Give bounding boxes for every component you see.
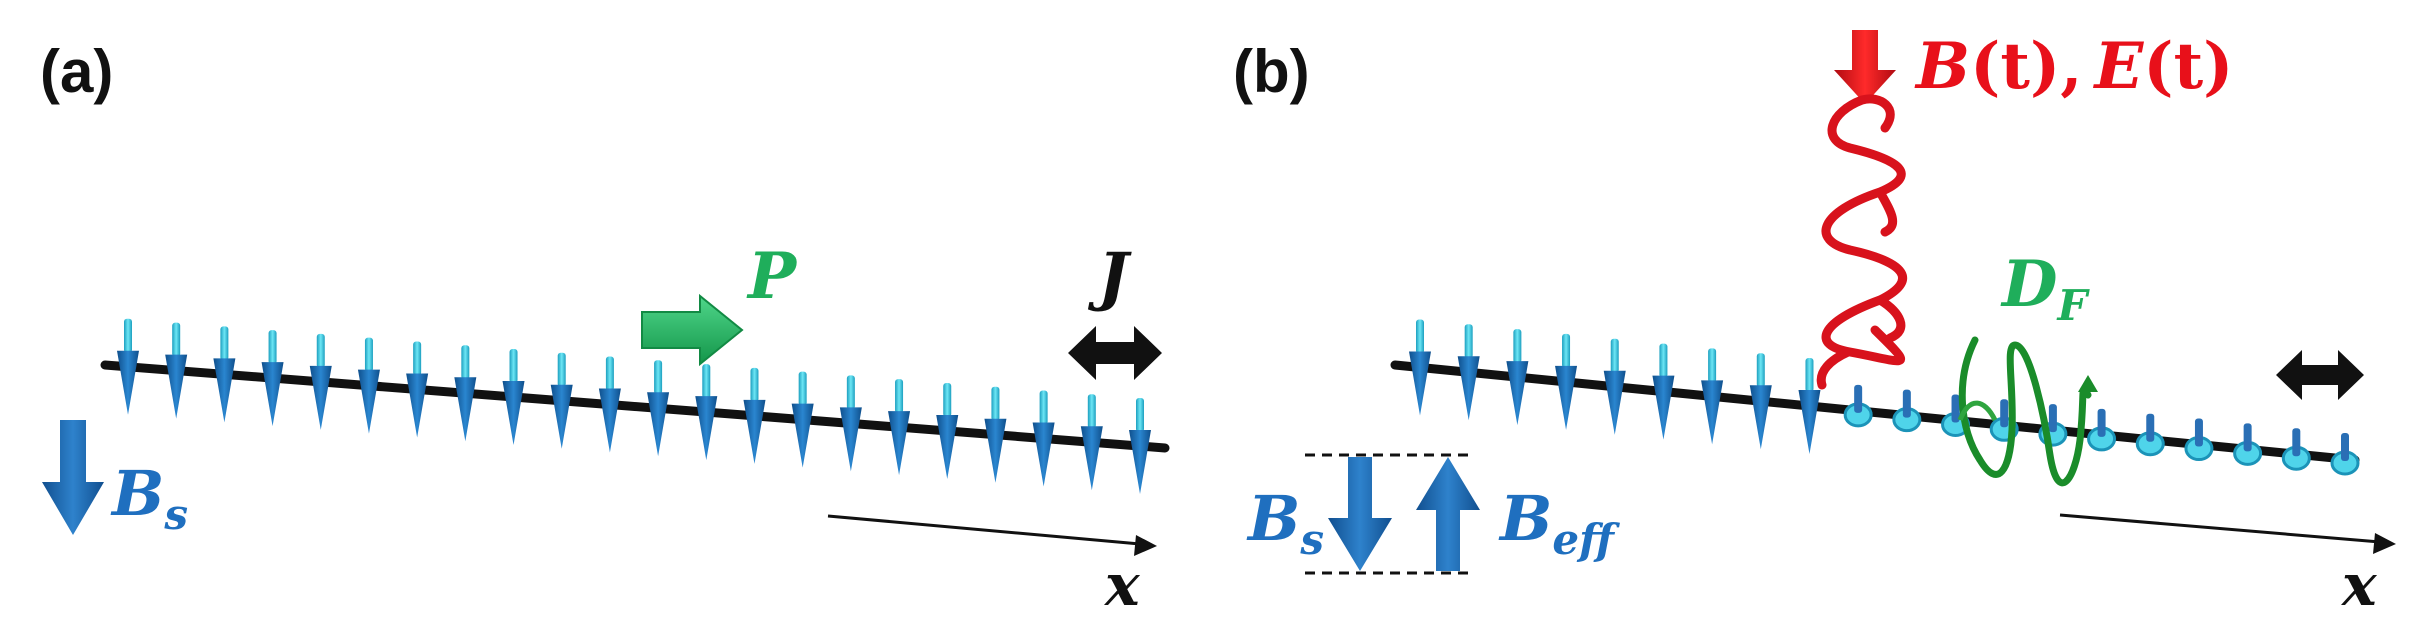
x-axis-arrowhead-b bbox=[2373, 533, 2396, 554]
panel-a: (a) Bs P J x bbox=[40, 38, 1170, 619]
df-label: DF bbox=[2000, 247, 2091, 330]
panel-b: (b) B(t),E(t) DF Bs Beff x bbox=[1233, 29, 2396, 619]
spin-down-cone bbox=[550, 352, 573, 449]
dm-helix bbox=[1957, 336, 2098, 487]
beff-label: Beff bbox=[1498, 482, 1620, 564]
x-axis-b bbox=[2059, 513, 2381, 544]
spin-precessing bbox=[2281, 428, 2311, 471]
panel-b-label: (b) bbox=[1233, 38, 1310, 105]
spin-down-cone bbox=[647, 360, 670, 457]
spin-down-cone bbox=[406, 341, 429, 438]
panel-a-label: (a) bbox=[40, 38, 113, 105]
spin-down-cone bbox=[1798, 358, 1821, 455]
spin-down-cone bbox=[1555, 333, 1578, 430]
spin-precessing bbox=[2135, 413, 2165, 457]
polarization-arrow-icon bbox=[641, 293, 744, 367]
spin-precessing bbox=[1892, 389, 1922, 433]
spin-down-cone bbox=[1701, 348, 1724, 445]
spin-up-icon bbox=[1416, 457, 1480, 571]
spin-down-cone bbox=[261, 330, 284, 427]
spin-precessing bbox=[2330, 433, 2360, 476]
drive-field-label: B(t),E(t) bbox=[1914, 29, 2233, 104]
spin-down-cone bbox=[454, 345, 477, 442]
spin-down-cone bbox=[1457, 324, 1480, 421]
bs-arrow-a bbox=[42, 420, 104, 535]
spin-down-cone bbox=[309, 333, 332, 430]
j-label: J bbox=[1087, 239, 1132, 314]
spin-down-cone bbox=[743, 367, 766, 464]
spin-down-cone bbox=[839, 375, 862, 472]
spin-down-cone bbox=[598, 356, 621, 453]
spin-down-cone bbox=[1652, 343, 1675, 440]
spin-precessing bbox=[2184, 418, 2214, 462]
spin-chain-a bbox=[100, 360, 1170, 453]
bs-label-b: Bs bbox=[1246, 482, 1324, 564]
spin-down-cone bbox=[984, 386, 1007, 483]
spin-down-cone bbox=[1603, 338, 1626, 435]
double-arrow-icon-b bbox=[2276, 350, 2364, 400]
spin-down-cone bbox=[213, 326, 236, 423]
spin-precessing bbox=[2233, 423, 2263, 466]
spin-down-cone bbox=[1506, 329, 1529, 426]
helix-icon bbox=[1821, 94, 1907, 366]
x-axis-label-a: x bbox=[1103, 551, 1141, 619]
spin-down-icon bbox=[42, 420, 104, 535]
spin-down-cone bbox=[1032, 390, 1055, 487]
spin-down-cone bbox=[1749, 353, 1772, 450]
x-axis-label-b: x bbox=[2340, 551, 2378, 619]
spin-down-cone bbox=[888, 379, 911, 476]
spin-down-cone bbox=[936, 382, 959, 479]
spin-down-cone bbox=[357, 337, 380, 434]
x-axis-arrowhead-a bbox=[1134, 535, 1157, 556]
spin-down-cone bbox=[502, 348, 525, 445]
spin-down-cone bbox=[117, 318, 139, 415]
spin-down-cone bbox=[165, 322, 188, 419]
field-arrow-icon bbox=[1834, 30, 1896, 104]
spin-down-cone bbox=[1080, 394, 1103, 491]
spin-down-icon-b bbox=[1328, 457, 1392, 571]
spin-down-cone bbox=[695, 364, 718, 461]
spin-array-a bbox=[117, 318, 1151, 495]
spin-precessing bbox=[2087, 408, 2117, 452]
p-label: P bbox=[746, 239, 798, 314]
double-arrow-icon bbox=[1068, 326, 1162, 380]
spin-precessing bbox=[1843, 384, 1873, 428]
spin-down-cone bbox=[1129, 398, 1151, 495]
x-axis-a bbox=[827, 514, 1141, 546]
bs-label-a: Bs bbox=[110, 457, 188, 539]
spin-down-cone bbox=[791, 371, 814, 468]
helix-tail bbox=[1816, 347, 1853, 390]
spin-down-cone bbox=[1409, 319, 1431, 416]
